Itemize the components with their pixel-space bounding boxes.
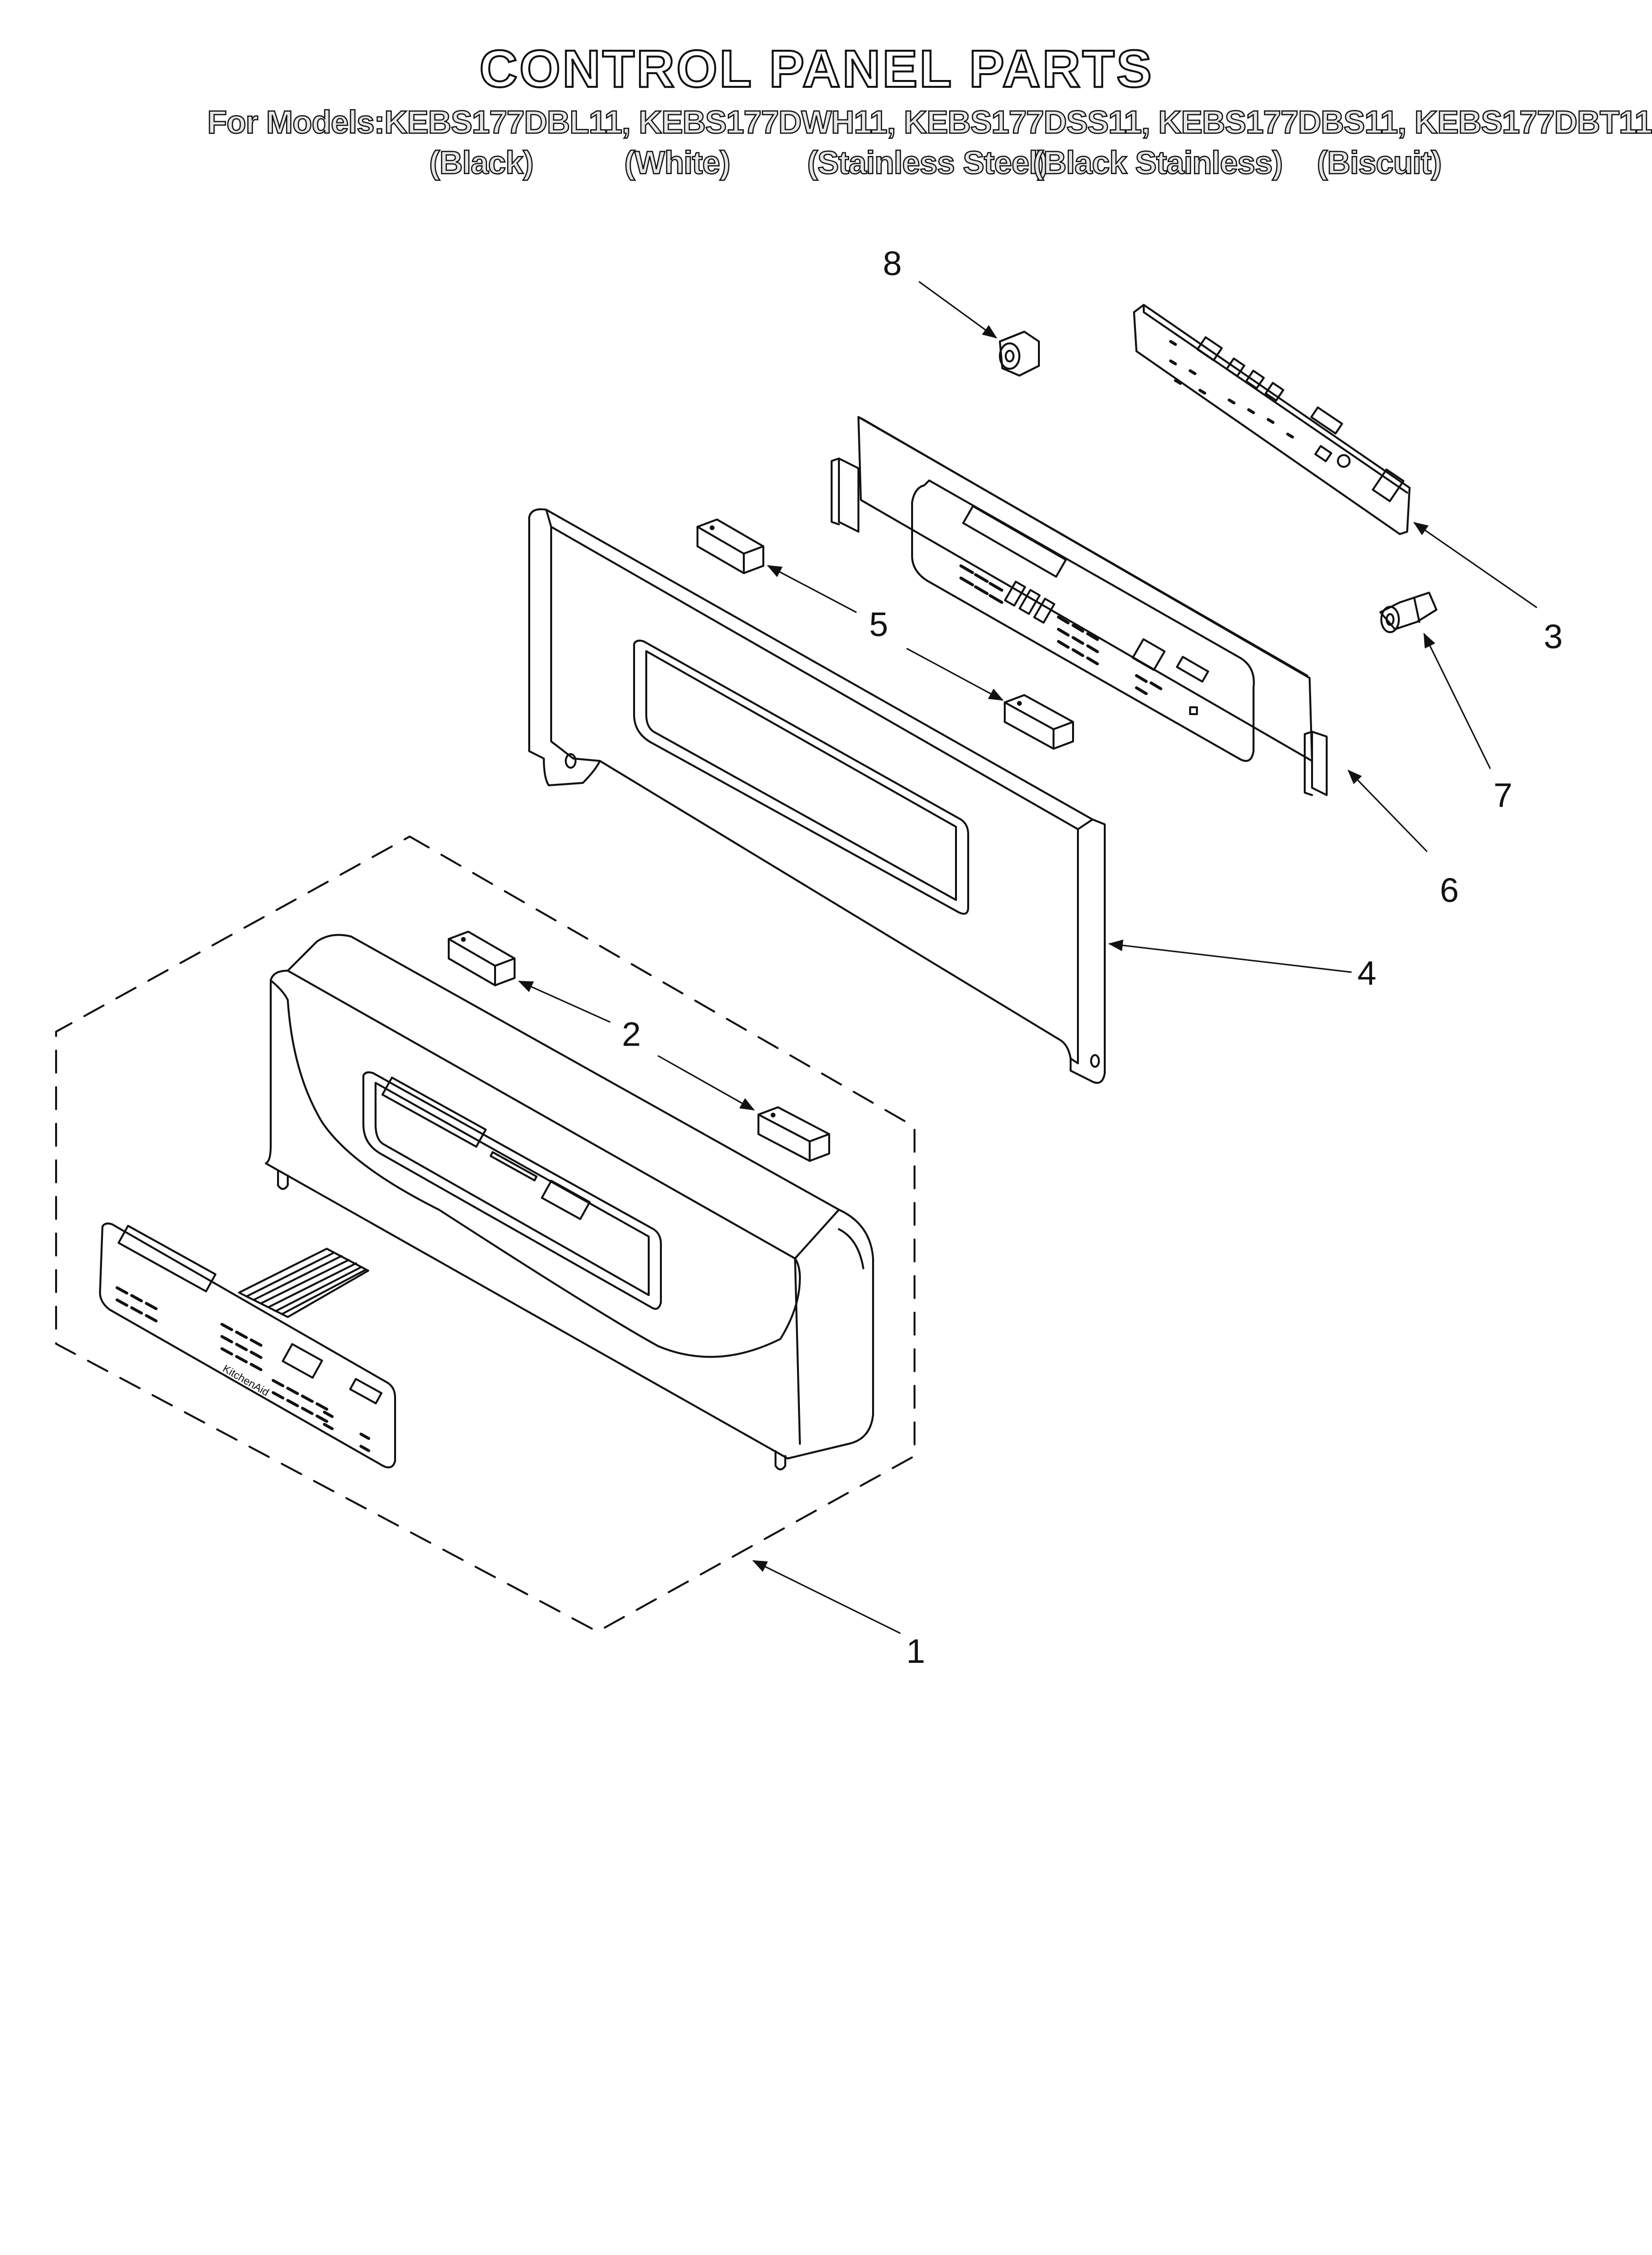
part-2-spacer-lower: [758, 1107, 829, 1161]
callout-7: 7: [1493, 776, 1513, 814]
part-8-spacer: [1000, 332, 1039, 376]
leader-5a: [767, 566, 856, 612]
color-label-black-stainless: (Black Stainless): [1033, 144, 1284, 181]
color-label-biscuit: (Biscuit): [1316, 144, 1443, 181]
models-line: For Models:KEBS177DBL11, KEBS177DWH11, K…: [207, 103, 1652, 141]
part-3-control-board: [1134, 305, 1410, 534]
part-6-control-panel-bracket: [832, 417, 1327, 795]
callout-6: 6: [1440, 871, 1459, 909]
page-title: CONTROL PANEL PARTS: [478, 38, 1154, 99]
leader-4: [1108, 939, 1351, 972]
callout-2: 2: [622, 1015, 641, 1053]
part-1-control-overlay: [100, 1223, 395, 1467]
color-label-white: (White): [624, 144, 731, 181]
part-5-spacer-lower: [1005, 695, 1073, 749]
color-label-black: (Black): [429, 144, 535, 181]
part-2-spacer-upper: [449, 932, 515, 985]
leader-2b: [658, 1056, 755, 1110]
callout-4: 4: [1357, 954, 1376, 992]
leader-6: [1347, 769, 1427, 851]
leader-8: [919, 282, 997, 339]
part-7-standoff: [1380, 593, 1436, 632]
color-label-stainless-steel: (Stainless Steel): [807, 144, 1049, 181]
part-4-control-panel-frame: [529, 509, 1105, 1083]
callout-5: 5: [869, 605, 888, 643]
leader-2a: [518, 981, 610, 1022]
leader-5b: [907, 649, 1004, 700]
callout-3: 3: [1544, 618, 1563, 656]
callout-1: 1: [906, 1632, 925, 1670]
leader-3: [1413, 522, 1536, 607]
leader-7: [1424, 633, 1490, 768]
part-5-spacer-upper: [697, 519, 763, 573]
part-1-assembly-boundary: [56, 837, 915, 1632]
part-1-control-panel-assembly: [266, 935, 873, 1470]
callout-8: 8: [883, 244, 902, 282]
leader-1: [752, 1561, 900, 1633]
